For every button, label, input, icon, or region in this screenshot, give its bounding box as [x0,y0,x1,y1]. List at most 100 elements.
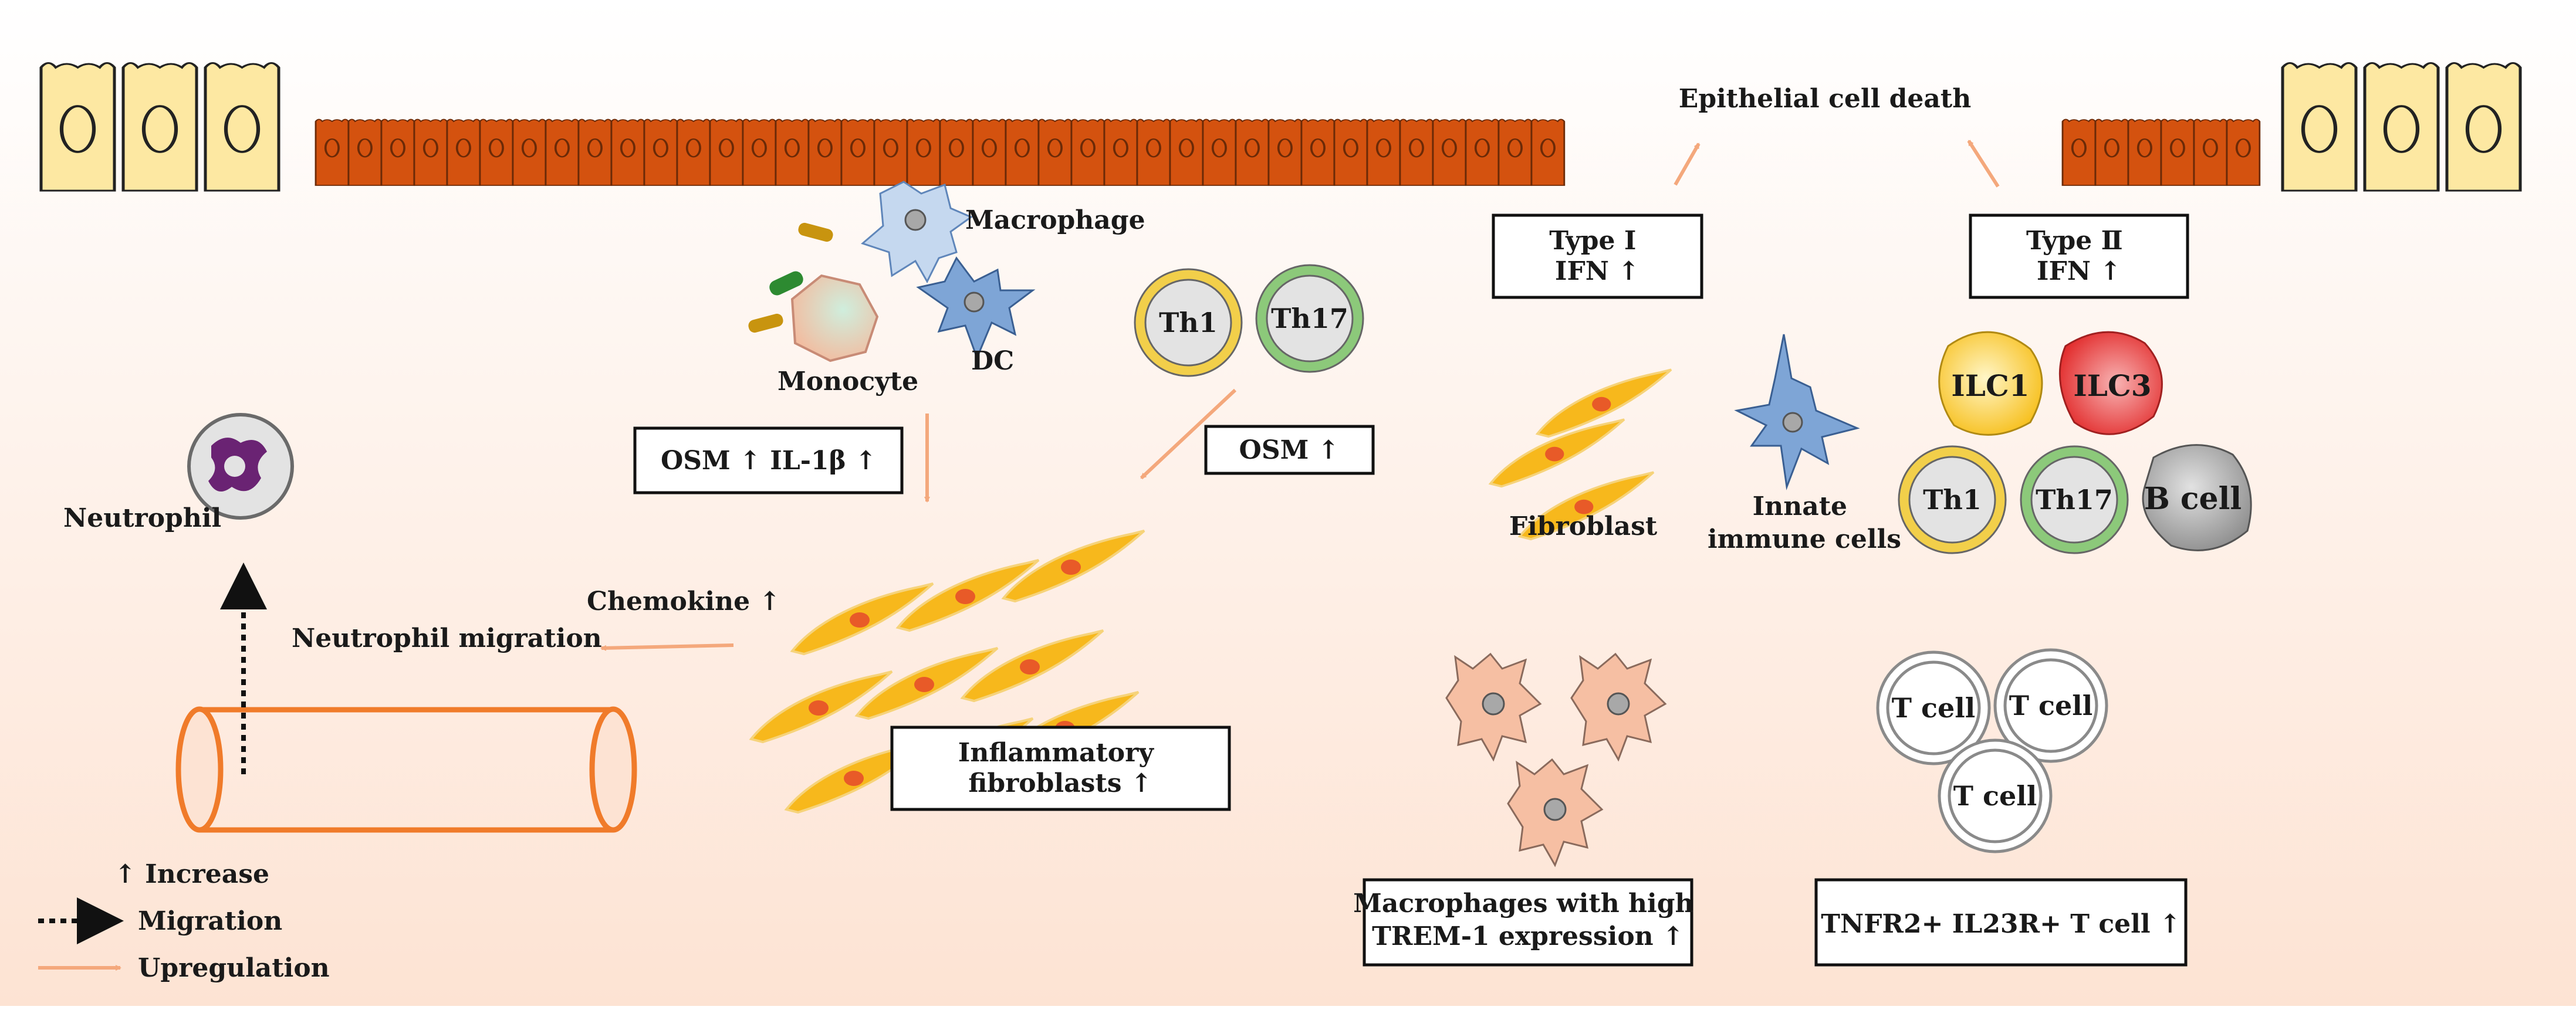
t-cell-group [1876,648,2108,853]
epithelial-cell [610,118,645,187]
th17-right-label: Th17 [2036,484,2113,516]
ilc1-label: ILC1 [1951,368,2029,403]
epithelial-cell [1530,118,1566,187]
epithelial-cell [1333,118,1368,187]
legend-increase-label: ↑ Increase [114,859,269,889]
upregulation-arrows [600,140,2000,651]
t-cell-3-label: T cell [1953,780,2037,812]
macrophage-label: Macrophage [965,205,1145,235]
type2-ifn-line1: Type Ⅱ [2026,226,2123,256]
dc-cell [916,256,1036,361]
epithelial-cell [1300,118,1336,187]
epithelial-cell [2094,118,2129,187]
epithelial-cell [840,118,875,187]
th1-right-label: Th1 [1923,484,1982,516]
epithelial-cell [1169,118,1204,187]
b-cell-label: B cell [2144,481,2242,517]
epithelial-cell [742,118,777,187]
epithelial-cell [545,118,580,187]
neutrophil-label: Neutrophil [63,503,221,533]
blood-vessel [175,706,637,833]
t-cell-1-label: T cell [1892,692,1975,724]
epithelial-cell [1267,118,1303,187]
legend-upregulation-label: Upregulation [138,953,330,983]
macrophage-cell [861,181,973,284]
epithelial-cell [1070,118,1106,187]
innate-immune-cell [1734,334,1860,490]
epithelial-cell [577,118,613,187]
epithelial-cell [315,118,350,187]
type2-ifn-label: Type Ⅱ IFN ↑ [2026,226,2132,286]
osm-label: OSM ↑ [1239,435,1340,465]
epithelial-cell [2061,118,2097,187]
epithelial-cell [446,118,481,187]
bacteria-icons [748,222,833,333]
chemokine-label: Chemokine ↑ [587,587,780,616]
epithelial-cell [1202,118,1237,187]
th17-left-label: Th17 [1271,303,1348,334]
th1-left-label: Th1 [1159,307,1218,338]
epithelial-cell [1497,118,1533,187]
th1-cell-left [1134,268,1243,377]
epithelial-cell [512,118,547,187]
monocyte-label: Monocyte [777,367,918,397]
neutrophil-cell [187,413,294,520]
type1-ifn-line1: Type Ⅰ [1549,226,1636,256]
epithelial-cell [1005,118,1040,187]
epithelial-cell [2127,118,2162,187]
neutrophil-migration-label: Neutrophil migration [292,623,602,653]
epithelial-cell [1136,118,1171,187]
epithelium-right-light [2283,63,2520,191]
innate-immune-cells-line1: Innate [1753,492,1847,521]
macrophages-trem-line2: TREM-1 expression ↑ [1372,921,1684,951]
epithelial-cell [972,118,1007,187]
tnfr2-label: TNFR2+ IL23R+ T cell ↑ [1821,909,2181,939]
epithelium-left-light [41,63,279,191]
epithelial-cell [380,118,415,187]
inflammatory-fibroblasts-line2: fibroblasts ↑ [968,768,1152,798]
th17-cell-left [1255,264,1364,373]
ilc3-cell [2058,331,2163,435]
epithelial-cell [676,118,711,187]
th17-cell-right [2020,445,2129,554]
epithelial-cell [2226,118,2261,187]
epithelial-cell-death-label: Epithelial cell death [1679,84,1971,114]
ilc3-label: ILC3 [2073,368,2151,403]
label-boxes [633,214,2189,967]
th1-cell-right [1898,445,2007,554]
macrophages-trem-line1: Macrophages with high [1353,889,1693,919]
osm-il1b-label: OSM ↑ IL-1β ↑ [661,446,877,476]
epithelial-cell [906,118,941,187]
epithelial-cell [939,118,974,187]
innate-immune-cells-label: Innate immune cells [1708,492,1901,554]
epithelial-cell [1235,118,1270,187]
epithelial-cell [1399,118,1434,187]
type1-ifn-label: Type Ⅰ IFN ↑ [1549,226,1645,286]
epithelial-cell [643,118,678,187]
epithelial-cell [1366,118,1401,187]
epithelial-cell [413,118,448,187]
epithelium-dark-right [2061,118,2261,187]
legend: ↑ Increase Migration Upregulation [38,859,330,983]
innate-immune-cells-line2: immune cells [1708,524,1901,554]
epithelial-cell [347,118,383,187]
epithelial-cell [1037,118,1073,187]
epithelial-cell [2160,118,2195,187]
monocyte-cell [790,274,879,362]
epithelial-cell [775,118,810,187]
macrophages-trem-label: Macrophages with high TREM-1 expression … [1353,889,1703,951]
type1-ifn-line2: IFN ↑ [1555,256,1639,286]
inflammatory-fibroblasts-label: Inflammatory fibroblasts ↑ [958,738,1162,798]
b-cell [2142,444,2252,551]
epithelial-cell [873,118,908,187]
ilc1-cell [1938,331,2043,436]
epithelial-cell [2193,118,2228,187]
epithelial-cell [479,118,514,187]
epithelial-cell [1465,118,1500,187]
type2-ifn-line2: IFN ↑ [2037,256,2121,286]
t-cell-2-label: T cell [2009,690,2092,721]
legend-migration-label: Migration [138,906,282,936]
inflammatory-fibroblasts-line1: Inflammatory [958,738,1155,768]
epithelial-cell [807,118,843,187]
